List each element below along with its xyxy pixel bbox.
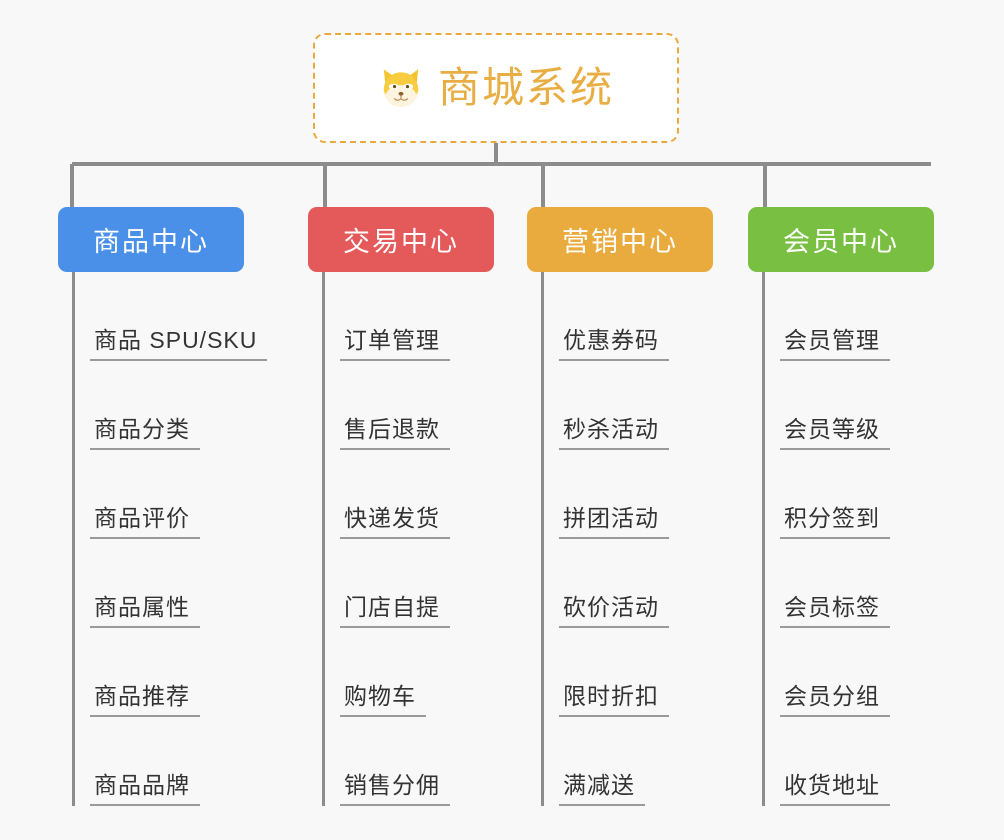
leaf-node[interactable]: 拼团活动 (541, 450, 713, 539)
branch-header-label: 营销中心 (562, 227, 678, 257)
leaf-label: 订单管理 (340, 327, 450, 361)
branch-spine (322, 272, 325, 806)
leaf-label: 满减送 (559, 772, 645, 806)
leaf-node[interactable]: 商品评价 (72, 450, 244, 539)
branch-header-label: 商品中心 (93, 227, 209, 257)
root-node[interactable]: 商城系统 (313, 33, 679, 143)
leaf-label: 商品分类 (90, 416, 200, 450)
branch-items-marketing-center: 优惠券码 秒杀活动 拼团活动 砍价活动 限时折扣 满减送 (527, 272, 713, 806)
leaf-node[interactable]: 门店自提 (322, 539, 494, 628)
leaf-node[interactable]: 砍价活动 (541, 539, 713, 628)
leaf-label: 会员分组 (780, 683, 890, 717)
leaf-node[interactable]: 商品属性 (72, 539, 244, 628)
leaf-node[interactable]: 会员管理 (762, 272, 934, 361)
branch-items-member-center: 会员管理 会员等级 积分签到 会员标签 会员分组 收货地址 (748, 272, 934, 806)
leaf-node[interactable]: 商品分类 (72, 361, 244, 450)
leaf-label: 收货地址 (780, 772, 890, 806)
leaf-node[interactable]: 优惠券码 (541, 272, 713, 361)
branch-spine (72, 272, 75, 806)
leaf-label: 积分签到 (780, 505, 890, 539)
leaf-label: 秒杀活动 (559, 416, 669, 450)
leaf-node[interactable]: 快递发货 (322, 450, 494, 539)
branch-header-label: 会员中心 (783, 227, 899, 257)
leaf-node[interactable]: 秒杀活动 (541, 361, 713, 450)
leaf-label: 商品品牌 (90, 772, 200, 806)
shiba-dog-face-icon (378, 65, 424, 111)
leaf-node[interactable]: 收货地址 (762, 717, 934, 806)
branch-spine (541, 272, 544, 806)
leaf-node[interactable]: 购物车 (322, 628, 494, 717)
branch-column-marketing-center: 营销中心 优惠券码 秒杀活动 拼团活动 砍价活动 限时折扣 满减送 (527, 207, 713, 806)
leaf-label: 会员标签 (780, 594, 890, 628)
leaf-label: 限时折扣 (559, 683, 669, 717)
root-title: 商城系统 (437, 64, 614, 111)
leaf-label: 拼团活动 (559, 505, 669, 539)
leaf-node[interactable]: 会员等级 (762, 361, 934, 450)
leaf-label: 会员管理 (780, 327, 890, 361)
branch-header-marketing-center[interactable]: 营销中心 (527, 207, 713, 272)
leaf-node[interactable]: 订单管理 (322, 272, 494, 361)
branch-spine (762, 272, 765, 806)
leaf-node[interactable]: 会员标签 (762, 539, 934, 628)
leaf-node[interactable]: 满减送 (541, 717, 713, 806)
leaf-label: 售后退款 (340, 416, 450, 450)
branch-header-trade-center[interactable]: 交易中心 (308, 207, 494, 272)
leaf-node[interactable]: 会员分组 (762, 628, 934, 717)
branch-items-trade-center: 订单管理 售后退款 快递发货 门店自提 购物车 销售分佣 (308, 272, 494, 806)
leaf-label: 门店自提 (340, 594, 450, 628)
leaf-node[interactable]: 限时折扣 (541, 628, 713, 717)
branch-header-label: 交易中心 (343, 227, 459, 257)
leaf-label: 商品属性 (90, 594, 200, 628)
leaf-node[interactable]: 商品推荐 (72, 628, 244, 717)
leaf-node[interactable]: 售后退款 (322, 361, 494, 450)
leaf-label: 商品 SPU/SKU (90, 327, 268, 361)
branch-header-member-center[interactable]: 会员中心 (748, 207, 934, 272)
branch-header-product-center[interactable]: 商品中心 (58, 207, 244, 272)
leaf-label: 快递发货 (340, 505, 450, 539)
leaf-label: 会员等级 (780, 416, 890, 450)
leaf-label: 商品推荐 (90, 683, 200, 717)
leaf-label: 购物车 (340, 683, 426, 717)
leaf-node[interactable]: 销售分佣 (322, 717, 494, 806)
leaf-node[interactable]: 积分签到 (762, 450, 934, 539)
leaf-label: 优惠券码 (559, 327, 669, 361)
leaf-node[interactable]: 商品 SPU/SKU (72, 272, 268, 361)
branch-column-member-center: 会员中心 会员管理 会员等级 积分签到 会员标签 会员分组 收货地址 (748, 207, 934, 806)
leaf-label: 销售分佣 (340, 772, 450, 806)
branch-items-product-center: 商品 SPU/SKU 商品分类 商品评价 商品属性 商品推荐 商品品牌 (58, 272, 268, 806)
branch-column-product-center: 商品中心 商品 SPU/SKU 商品分类 商品评价 商品属性 商品推荐 商品品牌 (58, 207, 268, 806)
leaf-label: 砍价活动 (559, 594, 669, 628)
branch-column-trade-center: 交易中心 订单管理 售后退款 快递发货 门店自提 购物车 销售分佣 (308, 207, 494, 806)
leaf-node[interactable]: 商品品牌 (72, 717, 244, 806)
leaf-label: 商品评价 (90, 505, 200, 539)
